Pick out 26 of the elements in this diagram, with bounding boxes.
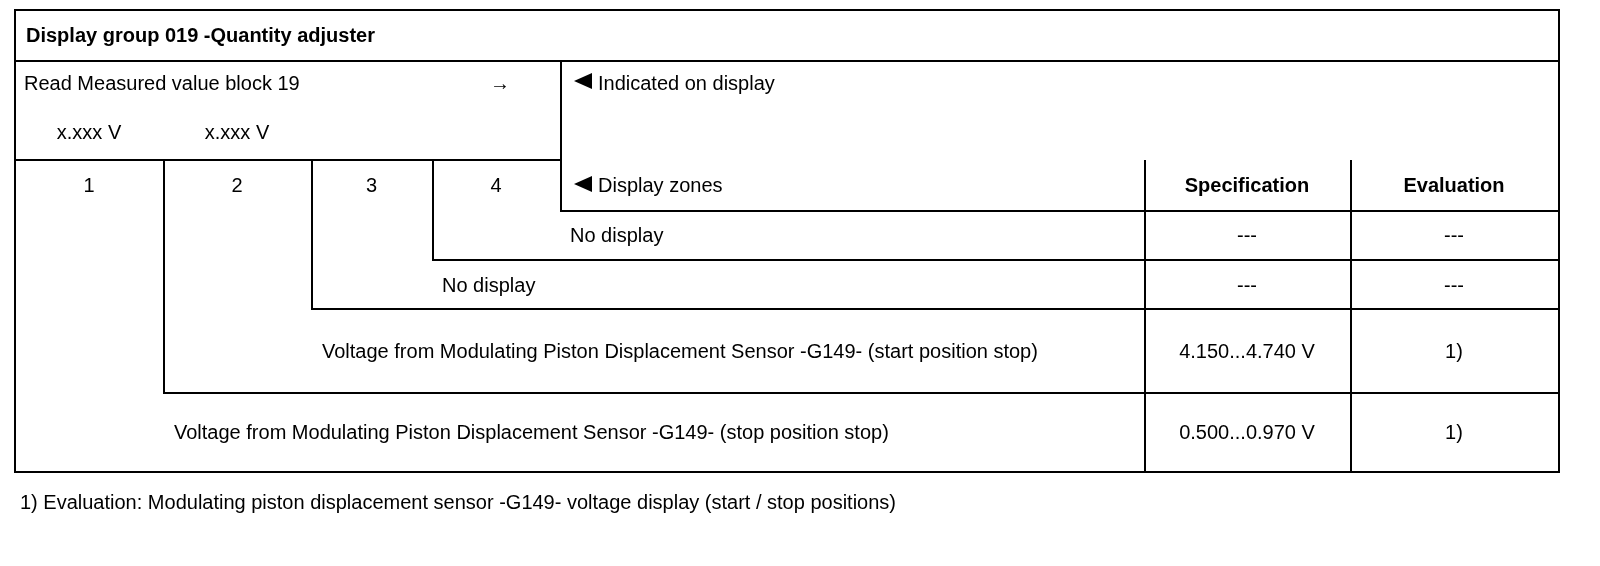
table-cell-text: --- xyxy=(1236,273,1258,297)
table-cell-text: --- xyxy=(1443,273,1465,297)
table-cell: No display xyxy=(570,224,664,247)
table-cell-text: 1) xyxy=(1444,340,1464,363)
table-cell-text: 4.150...4.740 V xyxy=(1178,340,1316,363)
value-format: x.xxx V xyxy=(55,120,123,144)
table-cell-text: 0.500...0.970 V xyxy=(1178,420,1316,444)
field-number: 1 xyxy=(82,174,96,197)
field-number: 3 xyxy=(364,174,379,197)
field-number: 2 xyxy=(230,174,244,197)
table-cell: Voltage from Modulating Piston Displacement Sensor -G149- (start position stop) xyxy=(322,340,1038,363)
table-cell: No display xyxy=(442,273,536,297)
arrow-symbol: → xyxy=(489,71,511,95)
column-heading: Evaluation xyxy=(1402,174,1506,197)
column-heading: Display zones xyxy=(598,174,723,197)
column-heading: Indicated on display xyxy=(598,71,775,95)
table-cell-text: --- xyxy=(1443,224,1465,247)
table-cell: Voltage from Modulating Piston Displacement Sensor -G149- (stop position stop) xyxy=(174,420,889,444)
table-cell-text: 1) xyxy=(1444,420,1464,444)
row-label: Read Measured value block 19 xyxy=(24,71,300,95)
table-cell-text: --- xyxy=(1236,224,1258,247)
table-title: Display group 019 -Quantity adjuster xyxy=(26,23,375,48)
field-number: 4 xyxy=(489,174,503,197)
column-heading: Specification xyxy=(1183,174,1311,197)
value-format: x.xxx V xyxy=(203,120,271,144)
footnote: 1) Evaluation: Modulating piston displacement sensor -G149- voltage display (start / stop positions) xyxy=(20,490,896,514)
